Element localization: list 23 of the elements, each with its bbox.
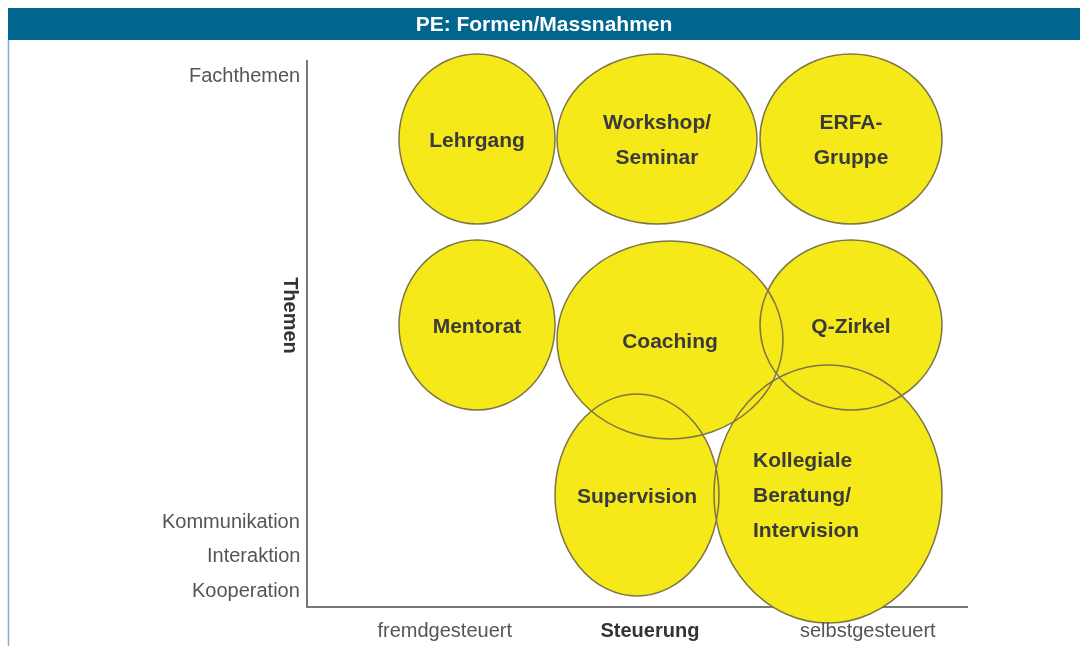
axis-title: Steuerung: [600, 618, 700, 642]
y-axis-tick-label: Fachthemen: [189, 63, 301, 87]
node-label: Coaching: [622, 327, 718, 354]
y-axis-tick-label: Kommunikation: [162, 509, 300, 533]
y-axis-tick-label: Interaktion: [207, 543, 301, 567]
topic-circle: [713, 364, 943, 624]
node-label: Q-Zirkel: [811, 312, 891, 339]
x-axis-tick-label: selbstgesteuert: [800, 618, 936, 642]
x-axis-tick-label: fremdgesteuert: [377, 618, 512, 642]
axis-title: Themen: [278, 276, 302, 354]
topic-circle: [554, 393, 720, 597]
topic-circle: [759, 53, 943, 225]
topic-circle: [398, 239, 556, 411]
node-label: Kollegiale Beratung/ Intervision: [753, 446, 861, 543]
topic-circle: [556, 53, 758, 225]
y-axis-tick-label: Kooperation: [192, 578, 300, 602]
node-label: Supervision: [576, 482, 698, 509]
node-label: Lehrgang: [429, 126, 525, 153]
node-label: Workshop/ Seminar: [601, 109, 713, 170]
node-label: ERFA- Gruppe: [812, 109, 890, 170]
node-label: Mentorat: [432, 312, 522, 339]
title-bar: PE: Formen/Massnahmen: [8, 8, 1080, 40]
topic-circle: [398, 53, 556, 225]
